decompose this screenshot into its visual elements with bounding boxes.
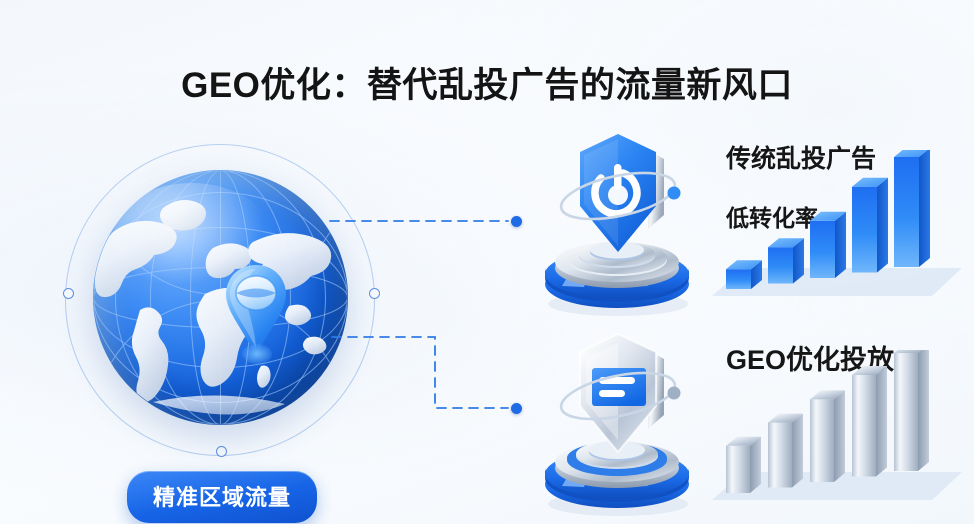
- bar-side: [918, 344, 929, 471]
- bar-side: [750, 436, 761, 493]
- bar-front: [768, 247, 793, 284]
- shield-document-icon: [522, 328, 712, 520]
- connector-dot-bottom: [511, 403, 522, 414]
- bar-front: [894, 353, 918, 471]
- bar-side: [919, 148, 930, 267]
- bar-front: [852, 375, 876, 477]
- bar-top: [768, 238, 804, 248]
- bar-front: [894, 157, 919, 267]
- bar-front: [726, 269, 751, 289]
- bar-side: [877, 177, 888, 273]
- bar-top: [894, 148, 930, 157]
- globe-illustration: [48, 128, 392, 476]
- bar-side: [835, 211, 846, 278]
- bar-side: [834, 390, 845, 482]
- bar-front: [810, 399, 834, 482]
- bar-side: [751, 260, 762, 289]
- orbit-node-bottom: [216, 446, 227, 457]
- bar-top: [852, 177, 888, 187]
- connector-dot-top: [511, 216, 522, 227]
- region-traffic-badge[interactable]: 精准区域流量: [127, 471, 318, 523]
- chart-traditional-ads: [700, 148, 974, 310]
- orbit-node-right: [369, 288, 380, 299]
- bar-top: [726, 260, 762, 270]
- pin-halo: [242, 344, 272, 364]
- chart-geo-ads: [700, 344, 974, 515]
- bar-top: [810, 390, 845, 400]
- map-pin-icon: [220, 262, 292, 366]
- bar-top: [810, 211, 846, 221]
- bar-top: [852, 366, 887, 376]
- shield-power-icon: [522, 128, 712, 320]
- bar-side: [792, 413, 803, 488]
- bar-front: [726, 445, 750, 493]
- traditional-heading: 传统乱投广告: [726, 145, 877, 173]
- page-title: GEO优化：替代乱投广告的流量新风口: [181, 66, 793, 105]
- bar-top: [726, 436, 761, 446]
- traditional-subtext: 低转化率: [726, 205, 818, 231]
- bar-front: [768, 422, 792, 488]
- bar-front: [810, 220, 835, 278]
- bar-top: [768, 413, 803, 423]
- bar-side: [793, 238, 804, 284]
- orbit-node-left: [63, 288, 74, 299]
- bar-front: [852, 186, 877, 273]
- globe-icon: [93, 170, 348, 425]
- bar-side: [876, 366, 887, 477]
